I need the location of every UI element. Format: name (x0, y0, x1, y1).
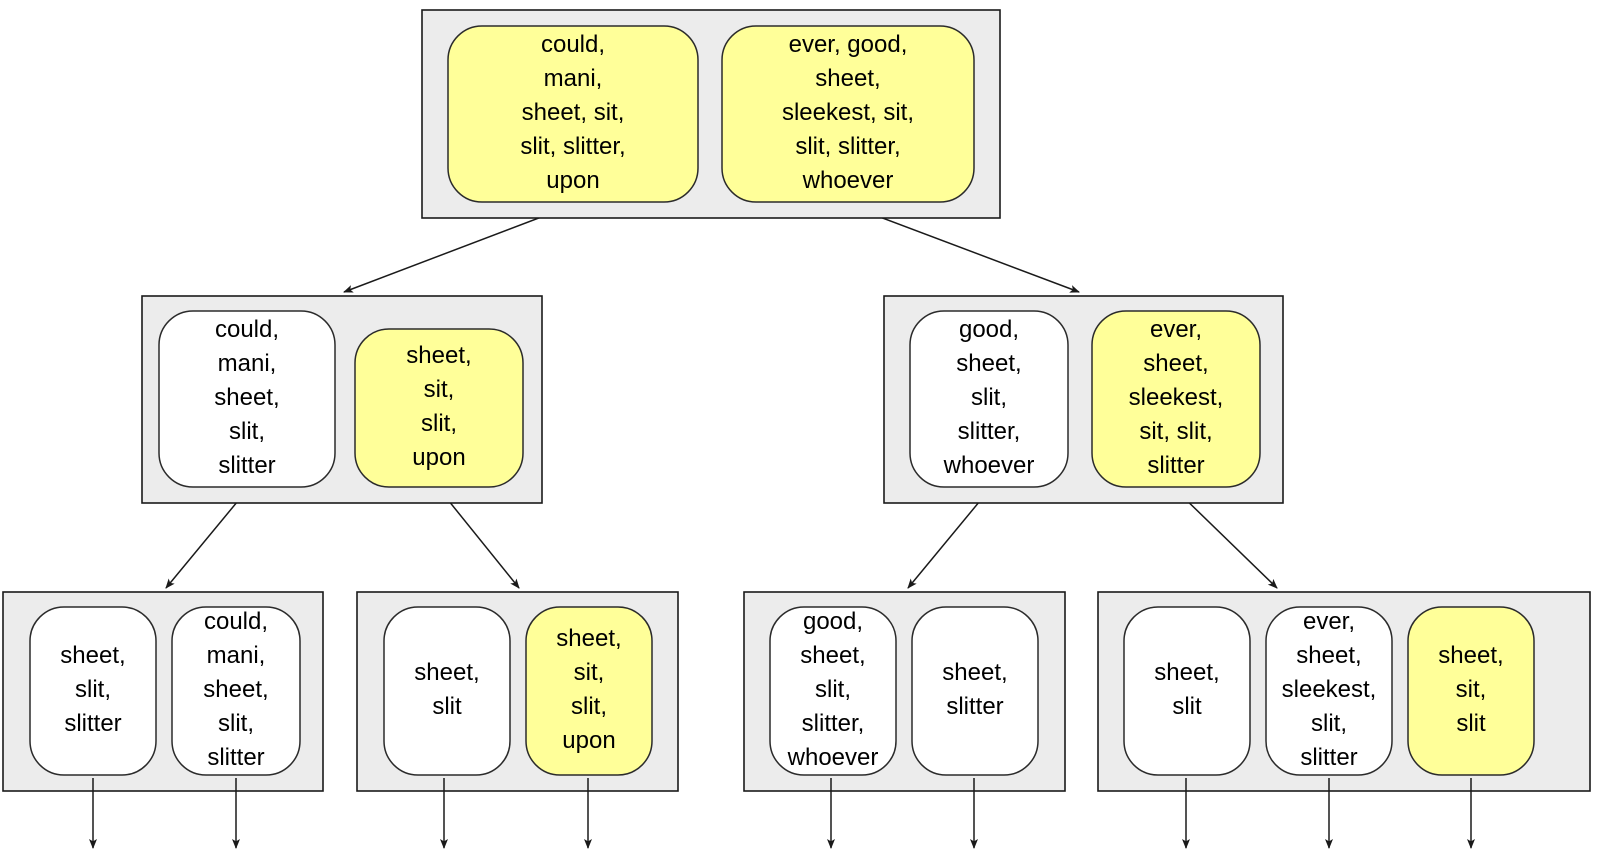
tree-edge (165, 489, 248, 589)
tree-edge (907, 489, 990, 589)
tree-node[interactable]: good,sheet,slit,slitter,whoever sheet,sli… (743, 591, 1066, 792)
node-cell-label: ever,sheet,sleekest,slit,slitter (1282, 608, 1377, 771)
edges-layer (165, 204, 1278, 589)
node-cell-highlighted[interactable] (354, 328, 524, 488)
leaf-arrows-layer (89, 778, 1475, 849)
node-cell-label: could,mani,sheet,slit,slitter (214, 316, 279, 479)
tree-node[interactable]: sheet,slit sheet,sit,slit,upon (356, 591, 679, 792)
tree-edge (1175, 489, 1278, 589)
tree-node[interactable]: sheet,slit,slitter could,mani,sheet,slit,… (2, 591, 324, 792)
node-cell[interactable] (29, 606, 157, 776)
node-cell-label: sheet,sit,slit (1438, 642, 1503, 737)
node-cell-highlighted[interactable] (1091, 310, 1261, 488)
tree-node[interactable]: could,mani,sheet, sit,slit, slitter,upon… (421, 9, 1001, 219)
node-cell[interactable] (911, 606, 1039, 776)
node-cell[interactable] (909, 310, 1069, 488)
node-cell-label: could,mani,sheet,slit,slitter (203, 608, 268, 771)
tree-node[interactable]: good,sheet,slit,slitter,whoever ever,shee… (883, 295, 1284, 504)
tree-edge (439, 489, 520, 589)
node-cell[interactable] (171, 606, 301, 776)
tree-edge (847, 204, 1080, 293)
node-cell[interactable] (158, 310, 336, 488)
node-cell-label: ever,sheet,sleekest,sit, slit,slitter (1129, 316, 1224, 479)
tree-node[interactable]: sheet,slit ever,sheet,sleekest,slit,slitt… (1097, 591, 1591, 792)
node-cell-label: sheet,slit (414, 659, 479, 720)
node-cell-label: sheet,sit,slit,upon (556, 625, 621, 754)
node-cell-label: sheet,slit,slitter (60, 642, 125, 737)
node-cell-label: ever, good,sheet,sleekest, sit,slit, sli… (782, 31, 914, 194)
nodes-layer: could,mani,sheet, sit,slit, slitter,upon… (2, 9, 1591, 792)
node-cell-label: sheet,slit (1154, 659, 1219, 720)
node-cell-label: sheet,sit,slit,upon (406, 342, 471, 471)
node-cell-label: good,sheet,slit,slitter,whoever (943, 316, 1035, 479)
node-cell-label: sheet,slitter (942, 659, 1007, 720)
node-cell-highlighted[interactable] (525, 606, 653, 776)
node-cell[interactable] (383, 606, 511, 776)
node-cell-highlighted[interactable] (1407, 606, 1535, 776)
node-cell-label: could,mani,sheet, sit,slit, slitter,upon (520, 31, 625, 194)
node-cell-label: good,sheet,slit,slitter,whoever (787, 608, 879, 771)
node-cell[interactable] (1265, 606, 1393, 776)
node-cell-highlighted[interactable] (721, 25, 975, 203)
tree-edge (343, 204, 574, 293)
node-cell[interactable] (1123, 606, 1251, 776)
node-cell-highlighted[interactable] (447, 25, 699, 203)
node-cell[interactable] (769, 606, 897, 776)
tree-node[interactable]: could,mani,sheet,slit,slitter sheet,sit,s… (141, 295, 543, 504)
